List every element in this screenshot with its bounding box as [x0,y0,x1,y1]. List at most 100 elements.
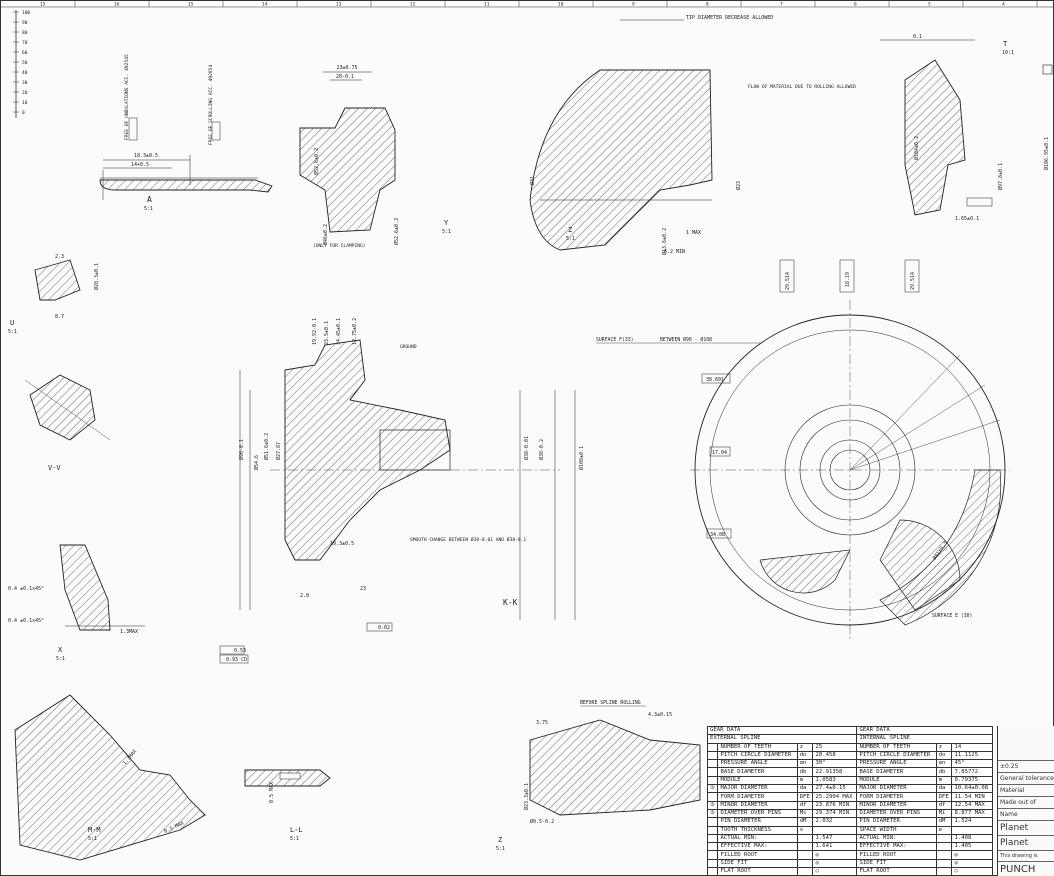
gear-cell: 25 [812,742,858,752]
gear-cell: dM [935,817,953,827]
view-mm: 1.3MAX 0.5 MAX M-M 5:1 [14,694,206,861]
gear-header-row: GEAR DATA GEAR DATA [706,725,993,736]
grid-label: 5 [928,2,931,8]
dim-y-width: 23±0.75 [336,65,357,71]
gear-cell [706,858,719,869]
dim-t-top: 0.1 [913,34,922,40]
gear-cell: 45° [951,759,993,769]
gear-cell: ◎ [951,850,993,860]
view-scale-z2: 5:1 [496,846,505,852]
dim-k-len23b: 23.5±0.1 [324,321,330,345]
dim-a-length: 18.3±0.5 [134,153,158,159]
gear-cell [796,833,814,844]
grid-label: 14 [262,2,268,8]
gear-cell: BASE DIAMETER [717,767,798,777]
dim-br-05: Ø0.5-0.2 [530,818,554,825]
gear-cell: 30° [812,759,858,769]
gear-cell [706,833,719,844]
tol-runout: 0.93 CD [226,657,247,663]
grid-label: 4 [1002,2,1005,8]
gear-cell: 2.032 [812,817,858,827]
gear-cell: ⑤ [706,800,719,810]
gear-cell: z [935,742,953,752]
view-ll: 0.5 MAX L-L 5:1 [244,769,331,842]
grid-label: 13 [336,2,342,8]
gear-cell [706,867,719,876]
note-flow-material: FLOW OF MATERIAL DUE TO ROLLING ALLOWED [748,84,856,90]
gear-cell: Ms [796,808,814,819]
note-clamping: (ONLY FOR CLAMPING) [313,243,366,249]
view-label-kk: K-K [503,598,518,607]
dim-fv-38: 38.601 [706,377,724,383]
ruler-label: 20 [22,90,28,96]
view-t: 0.1 Ø104±0.2 Ø97.8±0.1 Ø106.95±0.1 1.65±… [880,34,1053,222]
dim-k-dia38a: Ø38-0.01 [523,436,530,460]
gear-cell: 1.547 [812,833,858,844]
dim-ll-max: 0.5 MAX [269,782,275,803]
gear-cell [706,767,719,777]
dim-br-43: 4.3±0.15 [648,712,672,718]
dim-k-dia108: Ø108±0.1 [578,446,585,470]
dim-k-len2: 2.8 [300,593,309,599]
view-scale-x: 5:1 [56,656,65,662]
gear-cell: αn [796,759,814,769]
ruler-label: 0 [22,110,25,116]
tb-material: Material [998,785,1054,797]
gear-cell [935,833,953,844]
gear-cell [706,742,719,752]
dim-z-dia2: Ø23 [735,181,742,190]
dim-a-length2: 14+0.5 [131,162,149,168]
gear-header-left: GEAR DATA [706,725,858,736]
gear-cell: DFE [796,792,814,802]
gear-cell: NUMBER OF TEETH [717,742,798,752]
gear-cell: FILLED ROOT [717,850,798,860]
gear-cell: ◎ [812,858,858,869]
gear-cell [706,825,719,835]
dim-y-width2: 20-0.1 [336,74,354,80]
view-y: 23±0.75 20-0.1 Ø52.6±0.2 Ø46±0.2 Ø52.6±0… [299,65,451,249]
gear-cell [706,750,719,761]
dim-z-dia3: Ø31 [529,176,536,185]
gear-cell: 7.85772 [951,767,993,777]
dim-z-min: 6.2 MIN [664,249,685,255]
tb-made-out-of: Made out of [998,797,1054,809]
note-undulations: FREE OF UNDULATIONS ACC. 492545 [124,54,130,140]
view-scale-ll: 5:1 [290,836,299,842]
view-label-x: X [58,646,63,654]
gear-cell: 14 [951,742,993,752]
gear-cell: ACTUAL MIN: [856,833,937,844]
grid-label: 11 [484,2,490,8]
dim-k-len19: 19.3±0.5 [330,541,354,547]
dim-y-diameter: Ø52.6±0.2 [313,148,320,175]
gear-cell: PIN DIAMETER [856,817,937,827]
gear-cell: df [935,800,953,810]
view-z: TIP DIAMETER DECREASE ALLOWED FLOW OF MA… [529,15,856,255]
grid-label: 16 [114,2,120,8]
gear-cell: DIAMETER OVER PINS [717,808,798,819]
gear-cell: MODULE [717,775,798,786]
gear-cell: 27.4±0.15 [812,784,858,794]
gear-cell: 12.54 MAX [951,800,993,810]
dim-t-dia2: Ø97.8±0.1 [997,163,1004,190]
tb-general-tol: General tolerances [998,773,1054,785]
dim-x-max: 1.3MAX [120,629,138,635]
gear-cell [706,817,719,827]
view-scale-t: 10:1 [1002,50,1014,56]
dim-y-diameter2: Ø46±0.2 [322,224,329,245]
gear-cell: 8.877 MAX [951,808,993,819]
gear-cell: ◎ [951,858,993,869]
gear-cell: da [796,784,814,794]
dim-fv-29a: 29.514 [785,272,791,290]
view-a: 18.3±0.5 14+0.5 FREE OF UNDULATIONS ACC.… [99,54,273,212]
gear-cell: SIDE FIT [856,858,937,869]
gear-cell [706,850,719,860]
ruler-label: 30 [22,80,28,86]
gear-cell: PRESSURE ANGLE [717,759,798,769]
gear-cell: MAJOR DIAMETER [717,784,798,794]
